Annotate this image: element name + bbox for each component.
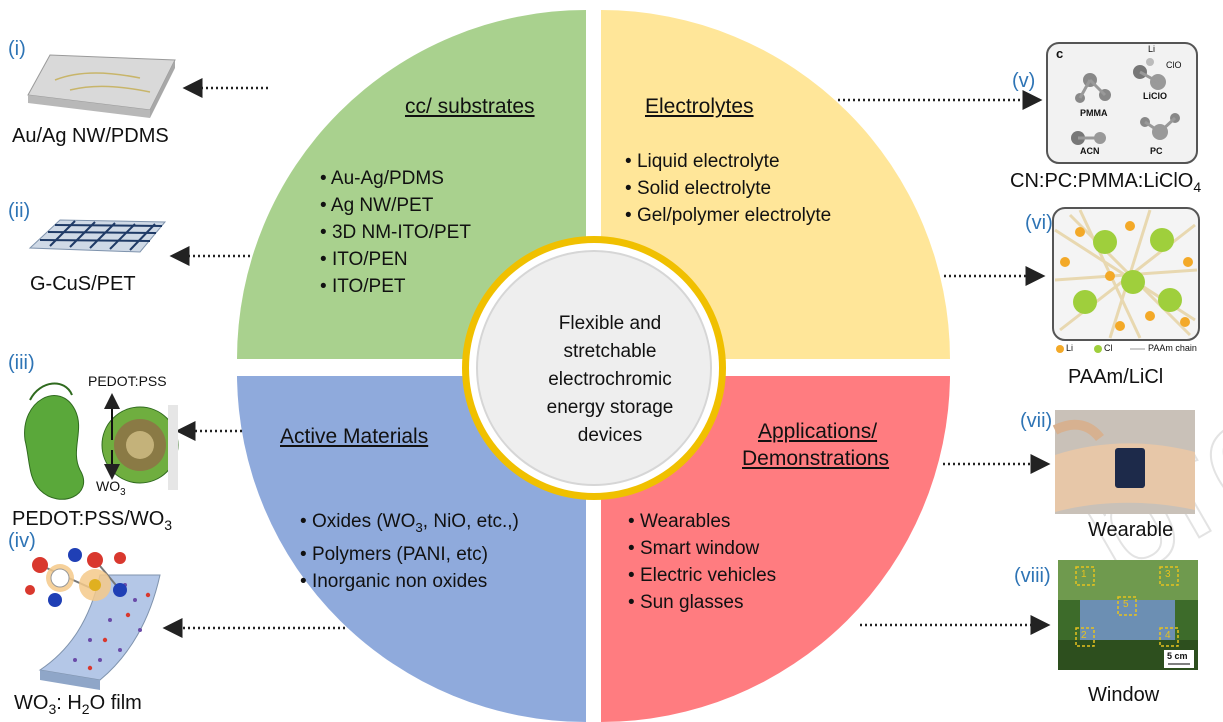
label-ii: (ii) [8, 200, 31, 222]
applications-title-line2: Demonstrations [742, 447, 890, 470]
window-mark-5: 5 [1123, 599, 1129, 610]
image-pedot-pss-wo3 [24, 382, 179, 500]
window-mark-3: 3 [1165, 569, 1171, 580]
label-iv: (iv) [8, 530, 36, 552]
caption-ii: G-CuS/PET [30, 273, 136, 295]
legend-cl: Cl [1104, 343, 1113, 353]
caption-v: CN:PC:PMMA:LiClO4 [1010, 170, 1202, 195]
caption-viii: Window [1088, 684, 1160, 706]
list-item: Oxides (WO3, NiO, etc.,) [300, 508, 519, 541]
label-pedot-pss: PEDOT:PSS [88, 373, 167, 389]
electrolytes-title: Electrolytes [645, 95, 754, 118]
applications-title-line1: Applications/ [758, 420, 878, 443]
active-materials-title: Active Materials [280, 425, 429, 448]
list-item: Smart window [628, 535, 776, 562]
substrates-title: cc/ substrates [405, 95, 535, 118]
inset-letter: c [1056, 46, 1064, 61]
label-wo3: WO3 [96, 478, 126, 498]
caption-i: Au/Ag NW/PDMS [12, 125, 169, 147]
window-mark-2: 2 [1081, 630, 1087, 641]
center-title: Flexible and stretchable electrochromic … [546, 313, 674, 446]
list-item: Electric vehicles [628, 562, 776, 589]
legend-li: Li [1066, 343, 1074, 353]
list-item: Polymers (PANI, etc) [300, 541, 519, 568]
list-item: Liquid electrolyte [625, 148, 831, 175]
inset-pmma: PMMA [1080, 108, 1108, 118]
caption-vi: PAAm/LiCl [1068, 366, 1164, 388]
list-item: Ag NW/PET [320, 192, 471, 219]
label-iii: (iii) [8, 352, 35, 374]
inset-liclo4: LiClO [1143, 91, 1167, 101]
list-item: Wearables [628, 508, 776, 535]
image-g-cus-pet [28, 219, 167, 253]
image-au-ag-nw-pdms [27, 54, 176, 118]
active-materials-list: Oxides (WO3, NiO, etc.,) Polymers (PANI,… [300, 508, 519, 595]
list-item: ITO/PEN [320, 246, 471, 273]
image-wo3-h2o-film [25, 548, 161, 690]
image-wearable [1052, 410, 1195, 514]
label-i: (i) [8, 38, 26, 60]
center-circle [476, 250, 712, 486]
inset-li: Li [1148, 44, 1156, 54]
substrates-list: Au-Ag/PDMS Ag NW/PET 3D NM-ITO/PET ITO/P… [320, 165, 471, 300]
list-item: Sun glasses [628, 589, 776, 616]
label-vii: (vii) [1020, 410, 1053, 432]
inset-pc: PC [1150, 146, 1163, 156]
list-item: Au-Ag/PDMS [320, 165, 471, 192]
label-vi: (vi) [1025, 212, 1053, 234]
image-cn-pc-pmma-liclo4 [1046, 42, 1198, 164]
applications-list: Wearables Smart window Electric vehicles… [628, 508, 776, 616]
image-paam-licl [1052, 207, 1200, 353]
list-item: Gel/polymer electrolyte [625, 202, 831, 229]
image-window [1058, 560, 1198, 670]
label-v: (v) [1012, 70, 1036, 92]
scale-bar-label: 5 cm [1167, 651, 1188, 661]
inset-acn: ACN [1080, 146, 1100, 156]
list-item: ITO/PET [320, 273, 471, 300]
window-mark-4: 4 [1165, 630, 1171, 641]
list-item: 3D NM-ITO/PET [320, 219, 471, 246]
list-item: Solid electrolyte [625, 175, 831, 202]
caption-iii: PEDOT:PSS/WO3 [12, 508, 173, 533]
label-viii: (viii) [1014, 565, 1051, 587]
inset-clo4: ClO [1166, 60, 1182, 70]
caption-vii: Wearable [1088, 519, 1174, 541]
window-mark-1: 1 [1081, 569, 1087, 580]
legend-paam-chain: PAAm chain [1148, 343, 1197, 353]
caption-iv: WO3: H2O film [14, 692, 142, 717]
electrolytes-list: Liquid electrolyte Solid electrolyte Gel… [625, 148, 831, 229]
list-item: Inorganic non oxides [300, 568, 519, 595]
